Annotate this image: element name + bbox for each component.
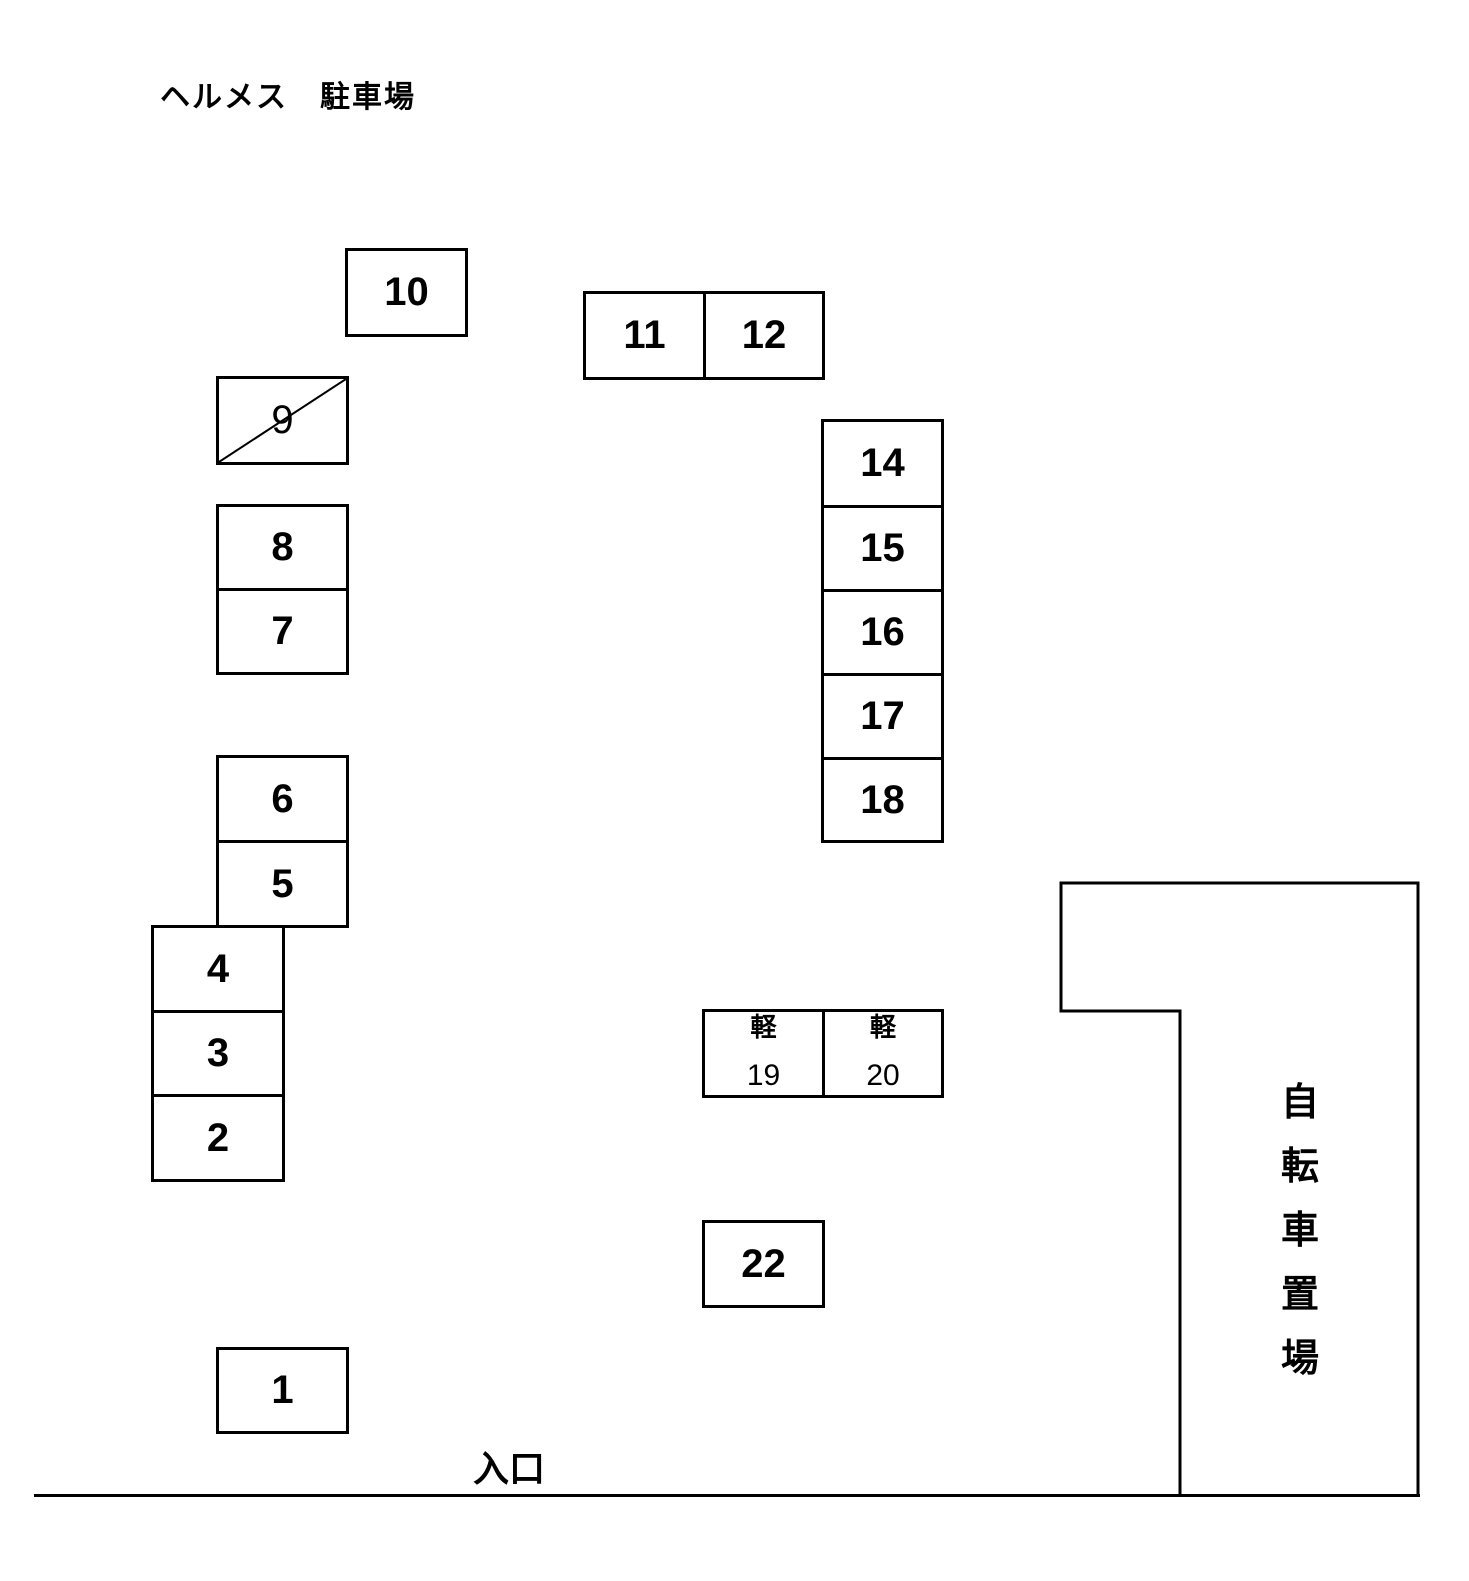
label-char: 転 xyxy=(1280,1144,1319,1188)
parking-space-20-kei[interactable]: 軽 20 xyxy=(822,1009,944,1098)
space-number: 10 xyxy=(384,270,429,314)
parking-space-9[interactable]: 9 xyxy=(216,376,349,465)
space-number: 5 xyxy=(271,861,294,906)
space-number: 2 xyxy=(206,1115,230,1160)
label-char: 置 xyxy=(1280,1272,1319,1316)
parking-space-16[interactable]: 16 xyxy=(821,589,944,676)
space-number: 12 xyxy=(741,313,787,357)
bicycle-parking-label: 自 転 車 置 場 xyxy=(1278,1070,1322,1390)
parking-space-11[interactable]: 11 xyxy=(583,291,706,380)
label-char: 車 xyxy=(1280,1208,1319,1252)
page-title: ヘルメス 駐車場 xyxy=(160,80,416,115)
parking-space-15[interactable]: 15 xyxy=(821,505,944,592)
space-number: 7 xyxy=(271,609,294,653)
label-char: 自 xyxy=(1280,1080,1319,1124)
space-number: 3 xyxy=(206,1031,230,1075)
kei-car-label: 軽 xyxy=(750,1012,777,1042)
kei-car-label: 軽 xyxy=(869,1012,896,1042)
space-number: 4 xyxy=(206,946,230,991)
space-number: 20 xyxy=(866,1059,900,1092)
space-number: 16 xyxy=(860,610,905,654)
parking-space-7[interactable]: 7 xyxy=(216,588,349,675)
space-number: 15 xyxy=(860,526,905,570)
road-boundary-line xyxy=(34,1494,1420,1497)
space-number: 18 xyxy=(860,777,905,822)
space-number: 6 xyxy=(271,776,294,821)
space-number: 14 xyxy=(860,441,905,485)
space-number: 19 xyxy=(746,1059,781,1092)
parking-space-2[interactable]: 2 xyxy=(151,1094,285,1182)
parking-space-18[interactable]: 18 xyxy=(821,757,944,843)
space-number: 8 xyxy=(271,525,294,569)
space-number: 11 xyxy=(623,313,666,357)
entrance-label: 入口 xyxy=(473,1449,546,1490)
space-number: 22 xyxy=(741,1241,786,1286)
parking-space-4[interactable]: 4 xyxy=(151,925,285,1013)
parking-space-6[interactable]: 6 xyxy=(216,755,349,843)
parking-space-22[interactable]: 22 xyxy=(702,1220,825,1308)
parking-space-10[interactable]: 10 xyxy=(345,248,468,337)
parking-space-3[interactable]: 3 xyxy=(151,1010,285,1097)
parking-space-1[interactable]: 1 xyxy=(216,1347,349,1434)
parking-space-12[interactable]: 12 xyxy=(703,291,825,380)
space-number: 17 xyxy=(860,694,905,738)
space-number: 9 xyxy=(271,398,294,442)
label-char: 場 xyxy=(1280,1336,1319,1380)
parking-space-14[interactable]: 14 xyxy=(821,419,944,508)
space-number: 1 xyxy=(271,1368,294,1412)
